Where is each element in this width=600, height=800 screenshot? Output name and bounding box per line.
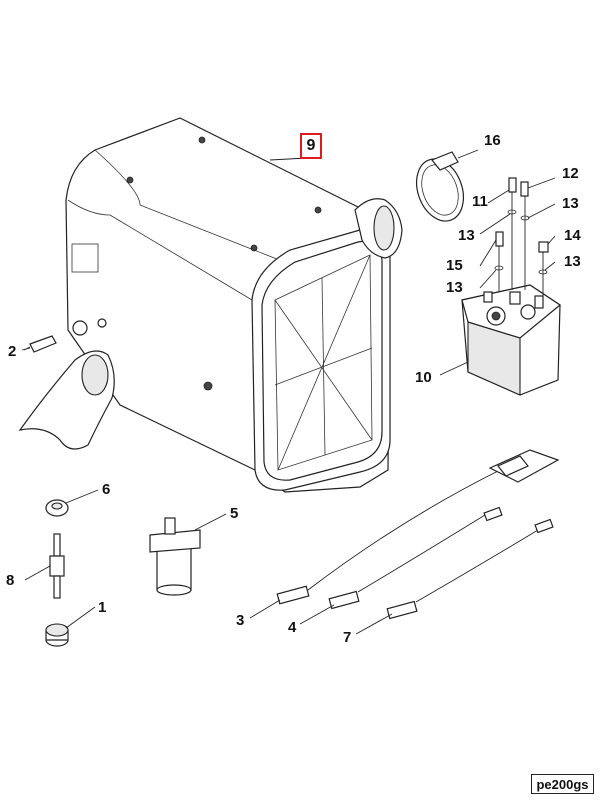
callout-1: 1: [98, 599, 107, 616]
callout-3: 3: [236, 612, 245, 629]
callout-13c: 13: [564, 253, 581, 270]
callout-5: 5: [230, 505, 239, 522]
callout-4: 4: [288, 619, 297, 636]
part-6-nut: [45, 499, 69, 517]
callout-13a: 13: [562, 195, 579, 212]
callout-label: 9: [306, 137, 316, 154]
callout-16: 16: [484, 132, 501, 149]
part-2-sensor: [23, 335, 57, 353]
part-4-sensor-cable: [328, 506, 503, 610]
callout-7: 7: [343, 629, 352, 646]
part-10-dosing-unit: [461, 284, 562, 396]
callout-6: 6: [102, 481, 111, 498]
callout-12: 12: [562, 165, 579, 182]
part-3-sensor-cable: [276, 469, 501, 605]
callout-15: 15: [446, 257, 463, 274]
part-16-clamp: [416, 149, 479, 222]
callout-13d: 13: [446, 279, 463, 296]
callout-13b: 13: [458, 227, 475, 244]
part-8-sensor: [49, 533, 65, 599]
part-1-cap: [45, 623, 69, 647]
callout-10: 10: [415, 369, 432, 386]
control-module: [488, 449, 560, 483]
muffler-housing: [18, 117, 403, 493]
callout-8: 8: [6, 572, 15, 589]
highlighted-callout-9[interactable]: 9: [300, 133, 322, 159]
callout-11: 11: [472, 193, 488, 210]
part-5-filter: [149, 517, 201, 596]
fittings-group: [494, 177, 549, 300]
leader-lines: [21, 157, 556, 635]
callout-14: 14: [564, 227, 581, 244]
part-7-sensor-cable: [386, 518, 554, 620]
reference-code: pe200gs: [531, 774, 594, 794]
callout-2: 2: [8, 343, 17, 360]
